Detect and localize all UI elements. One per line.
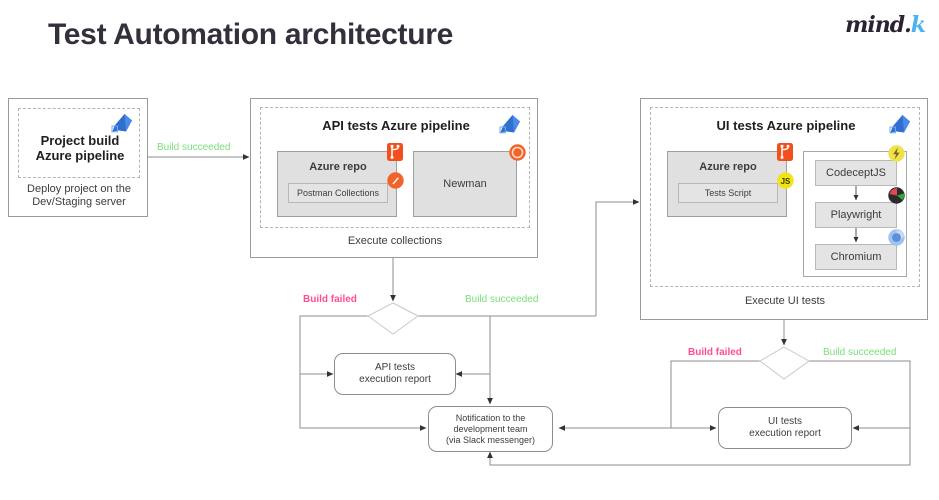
ui-stack-arrows (853, 186, 859, 243)
ui-tool-chromium[interactable]: Chromium (815, 244, 897, 270)
notification-line1: Notification to the (455, 412, 526, 423)
ui-report-line1: UI tests (768, 416, 802, 427)
api-tests-execution-report[interactable]: API tests execution report (334, 353, 456, 395)
git-repo-icon (777, 143, 793, 161)
ui-pipeline-caption: Execute UI tests (744, 294, 826, 307)
ui-tests-execution-report[interactable]: UI tests execution report (718, 407, 852, 449)
git-repo-icon (387, 143, 403, 161)
notification-line2: development team (453, 423, 528, 434)
ui-tool-playwright[interactable]: Playwright (815, 202, 897, 228)
api-postman-collections-box[interactable]: Postman Collections (288, 183, 388, 203)
project-build-title-line2: Azure pipeline (35, 148, 125, 163)
azure-pipelines-icon (889, 114, 911, 134)
api-azure-repo-box[interactable]: Azure repo Postman Collections (277, 151, 397, 217)
ui-pipeline-dashed-region: UI tests Azure pipeline Azure repo Tests… (650, 107, 920, 287)
project-build-caption-line1: Deploy project on the (27, 183, 131, 195)
edge-label-ui-build-succeeded: Build succeeded (823, 347, 897, 358)
ui-report-line2: execution report (749, 428, 821, 439)
project-build-dashed-region: Project build Azure pipeline (18, 108, 140, 178)
ui-azure-repo-box[interactable]: Azure repo Tests Script (667, 151, 787, 217)
edge-label-api-build-failed: Build failed (303, 294, 357, 305)
project-build-caption-line2: Dev/Staging server (32, 196, 126, 208)
ui-pipeline-title: UI tests Azure pipeline (716, 117, 856, 133)
javascript-icon: JS (777, 172, 794, 189)
svg-text:JS: JS (781, 177, 791, 186)
project-build-card[interactable]: Project build Azure pipeline Deploy proj… (8, 98, 148, 217)
ui-azure-repo-title: Azure repo (699, 160, 757, 173)
codeceptjs-icon (888, 145, 905, 162)
notification-line3: (via Slack messenger) (445, 434, 536, 445)
azure-pipelines-icon (499, 114, 521, 134)
api-pipeline-card[interactable]: API tests Azure pipeline Azure repo Post… (250, 98, 538, 258)
chromium-icon (888, 229, 905, 246)
brand-logo: mind.k (845, 12, 926, 38)
brand-dot: . (904, 12, 912, 38)
ui-tools-stack: CodeceptJS Playwright Chromium (803, 151, 907, 277)
brand-accent: k (910, 12, 926, 38)
ui-decision-diamond (759, 346, 810, 380)
ui-tests-script-box[interactable]: Tests Script (678, 183, 778, 203)
api-report-line2: execution report (359, 374, 431, 385)
api-pipeline-caption: Execute collections (347, 234, 443, 247)
brand-text: mind (845, 12, 905, 38)
api-pipeline-title: API tests Azure pipeline (322, 117, 470, 133)
api-report-line1: API tests (374, 362, 415, 373)
postman-icon (387, 172, 404, 189)
page-title: Test Automation architecture (48, 18, 453, 51)
ui-pipeline-card[interactable]: UI tests Azure pipeline Azure repo Tests… (640, 98, 928, 320)
api-newman-box[interactable]: Newman (413, 151, 517, 217)
azure-pipelines-icon (111, 113, 133, 133)
ui-tool-codeceptjs[interactable]: CodeceptJS (815, 160, 897, 186)
api-pipeline-dashed-region: API tests Azure pipeline Azure repo Post… (260, 107, 530, 228)
edge-label-api-build-succeeded: Build succeeded (465, 294, 539, 305)
edge-label-build-succeeded-initial: Build succeeded (157, 142, 231, 153)
api-decision-diamond (367, 302, 419, 335)
project-build-title: Project build Azure pipeline (19, 133, 141, 163)
playwright-icon (888, 187, 905, 204)
newman-icon (509, 144, 526, 161)
project-build-caption: Deploy project on the Dev/Staging server (9, 183, 149, 209)
edge-label-ui-build-failed: Build failed (688, 347, 742, 358)
project-build-title-line1: Project build (40, 133, 120, 148)
notification-box[interactable]: Notification to the development team (vi… (428, 406, 553, 452)
api-azure-repo-title: Azure repo (309, 160, 367, 173)
